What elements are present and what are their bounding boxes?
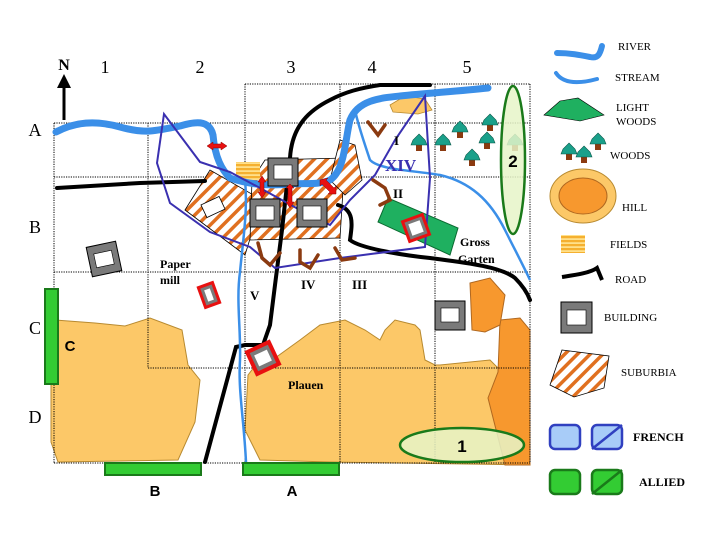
tree-icon xyxy=(410,133,428,151)
legend-item-road: ROAD xyxy=(561,264,646,286)
bridge-arrow-icon xyxy=(206,141,228,151)
row-labels: A B C D xyxy=(29,120,42,427)
road-icon xyxy=(561,264,604,281)
column-label: 5 xyxy=(463,57,472,77)
legend: RIVER STREAM LIGHT WOODS WOODS HILL FIEL… xyxy=(543,41,685,496)
building-icon xyxy=(434,300,466,331)
legend-item-allied: ALLIED xyxy=(548,468,685,496)
entrenchments xyxy=(256,120,393,271)
row-label: D xyxy=(29,407,42,427)
river-icon xyxy=(554,43,605,61)
plauen-label: Plauen xyxy=(288,378,324,392)
building-icon xyxy=(85,240,123,278)
column-label: 3 xyxy=(287,57,296,77)
buildings xyxy=(85,157,466,377)
fortified-building-icon xyxy=(196,280,222,310)
legend-item-french: FRENCH xyxy=(548,423,684,451)
gross-garten-label-2: Garten xyxy=(458,252,495,266)
suburbia-areas xyxy=(184,139,363,256)
corps-xiv-label: XIV xyxy=(385,156,417,175)
building-icon xyxy=(249,198,281,228)
legend-item-woods: WOODS xyxy=(560,132,650,163)
north-label: N xyxy=(58,57,70,74)
legend-label: ROAD xyxy=(615,274,646,286)
row-label: C xyxy=(29,318,41,338)
zone-b-label: B xyxy=(150,483,161,500)
paper-mill-label-1: Paper xyxy=(160,257,191,271)
paper-mill-label-2: mill xyxy=(160,273,181,287)
legend-label: LIGHT xyxy=(616,102,649,114)
building-icon xyxy=(267,157,299,187)
legend-label: ALLIED xyxy=(639,475,685,489)
legend-item-river: RIVER xyxy=(554,41,652,61)
north-arrow: N xyxy=(57,57,71,120)
tree-icon xyxy=(560,142,578,160)
legend-item-hill: HILL xyxy=(549,168,647,224)
suburbia-icon xyxy=(549,349,610,398)
legend-label: FRENCH xyxy=(633,430,684,444)
column-labels: 1 2 3 4 5 xyxy=(101,57,472,77)
legend-item-stream: STREAM xyxy=(554,71,660,85)
deployment-zone-1: 1 xyxy=(398,426,526,464)
row-label: A xyxy=(29,120,42,140)
zone-1-label: 1 xyxy=(457,437,466,456)
bridge-arrow-icon xyxy=(285,183,295,209)
legend-label: RIVER xyxy=(618,41,652,53)
row-label: B xyxy=(29,217,41,237)
zone-c-label: C xyxy=(65,338,76,355)
bridge-arrows xyxy=(206,141,337,209)
deployment-zone-2: 2 xyxy=(499,84,527,236)
fields xyxy=(236,162,260,180)
tree-icon xyxy=(451,120,469,138)
deployment-zone-b: B xyxy=(104,462,202,500)
position-label: I xyxy=(394,133,399,148)
tree-icon xyxy=(481,113,499,131)
legend-label: BUILDING xyxy=(604,312,657,324)
legend-item-fields: FIELDS xyxy=(561,235,647,253)
roads xyxy=(55,83,532,464)
fields-icon xyxy=(561,235,585,253)
tree-icon xyxy=(434,133,452,151)
tree-icon xyxy=(589,132,607,150)
building-icon xyxy=(296,198,328,228)
zone-2-label: 2 xyxy=(508,152,517,171)
legend-item-light-woods: LIGHT WOODS xyxy=(543,97,656,128)
position-labels: I II III IV V xyxy=(250,133,403,303)
hill-west xyxy=(50,317,201,463)
deployment-zone-c: C xyxy=(44,288,76,385)
bridge-arrow-icon xyxy=(319,177,337,195)
legend-label: STREAM xyxy=(615,72,660,84)
position-label: IV xyxy=(301,277,316,292)
stream-icon xyxy=(554,71,599,85)
tree-icon xyxy=(575,145,593,163)
arrow-up-icon xyxy=(57,74,71,88)
zone-a-label: A xyxy=(287,483,298,500)
legend-label: HILL xyxy=(622,202,647,214)
legend-item-suburbia: SUBURBIA xyxy=(549,349,677,398)
column-label: 2 xyxy=(196,57,205,77)
legend-label: SUBURBIA xyxy=(621,367,677,379)
light-woods-icon xyxy=(543,97,605,122)
position-label: II xyxy=(393,186,403,201)
hill-east-summit xyxy=(389,95,531,466)
place-labels: Paper mill Plauen Gross Garten xyxy=(160,235,495,392)
fortified-building-icon xyxy=(400,212,432,244)
tree-icon xyxy=(463,148,481,166)
position-label: III xyxy=(352,277,367,292)
tree-icon xyxy=(478,131,496,149)
gross-garten-label-1: Gross xyxy=(460,235,490,249)
deployment-zone-a: A xyxy=(242,462,340,500)
legend-label: FIELDS xyxy=(610,239,647,251)
allied-unit-icon xyxy=(548,468,582,496)
column-label: 4 xyxy=(368,57,377,77)
legend-label: WOODS xyxy=(616,116,656,128)
bridge-arrow-icon xyxy=(257,175,267,199)
legend-item-building: BUILDING xyxy=(560,301,657,334)
column-label: 1 xyxy=(101,57,110,77)
french-unit-icon xyxy=(548,423,582,451)
legend-label: WOODS xyxy=(610,150,650,162)
fortified-building-icon xyxy=(244,339,282,377)
position-label: V xyxy=(250,288,260,303)
streams xyxy=(237,109,532,463)
